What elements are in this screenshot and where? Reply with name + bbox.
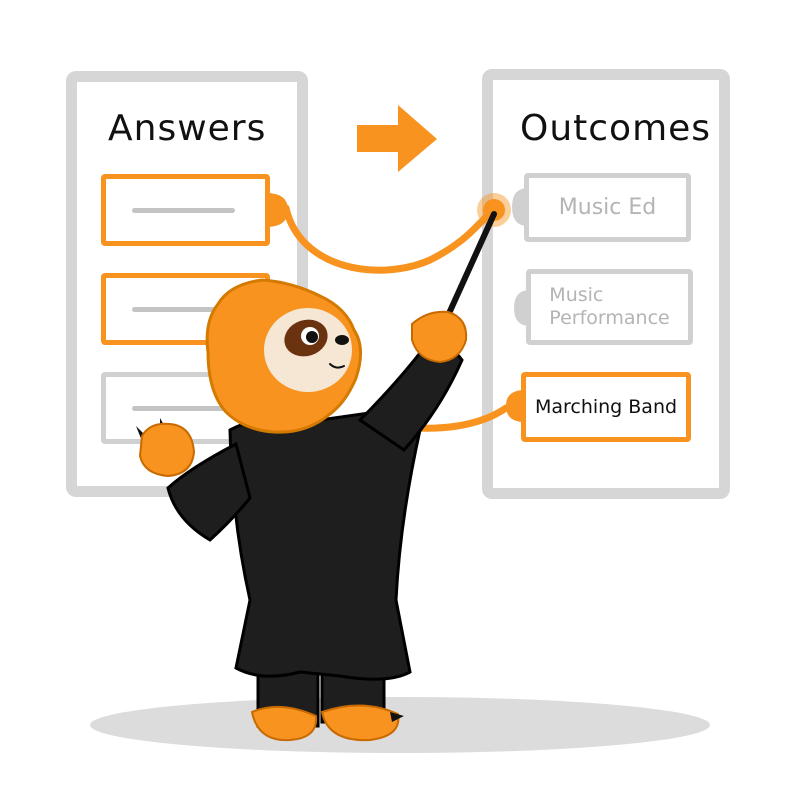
outcome-music-performance[interactable]: Music Performance bbox=[526, 269, 693, 345]
outcome-label-line-1: Music bbox=[549, 284, 604, 307]
answers-title: Answers bbox=[108, 108, 267, 149]
outcomes-title: Outcomes bbox=[520, 108, 712, 149]
outcome-label-line-2: Performance bbox=[549, 307, 670, 329]
arrow-right-icon bbox=[357, 105, 437, 172]
outcome-label-block: Music Performance bbox=[549, 284, 669, 330]
outcome-marching-band[interactable]: Marching Band bbox=[521, 372, 691, 442]
answer-slot-2[interactable] bbox=[101, 273, 270, 345]
ground-shadow bbox=[90, 697, 710, 753]
answer-slot-1[interactable] bbox=[101, 174, 270, 246]
connection-line-1 bbox=[282, 204, 498, 274]
outcome-music-ed[interactable]: Music Ed bbox=[524, 173, 691, 242]
answer-placeholder-line bbox=[132, 406, 235, 411]
outcome-label: Marching Band bbox=[534, 396, 678, 418]
answer-placeholder-line bbox=[132, 208, 235, 213]
answer-slot-3[interactable] bbox=[101, 372, 270, 444]
outcome-label: Music Ed bbox=[558, 195, 657, 220]
answer-placeholder-line bbox=[132, 307, 235, 312]
